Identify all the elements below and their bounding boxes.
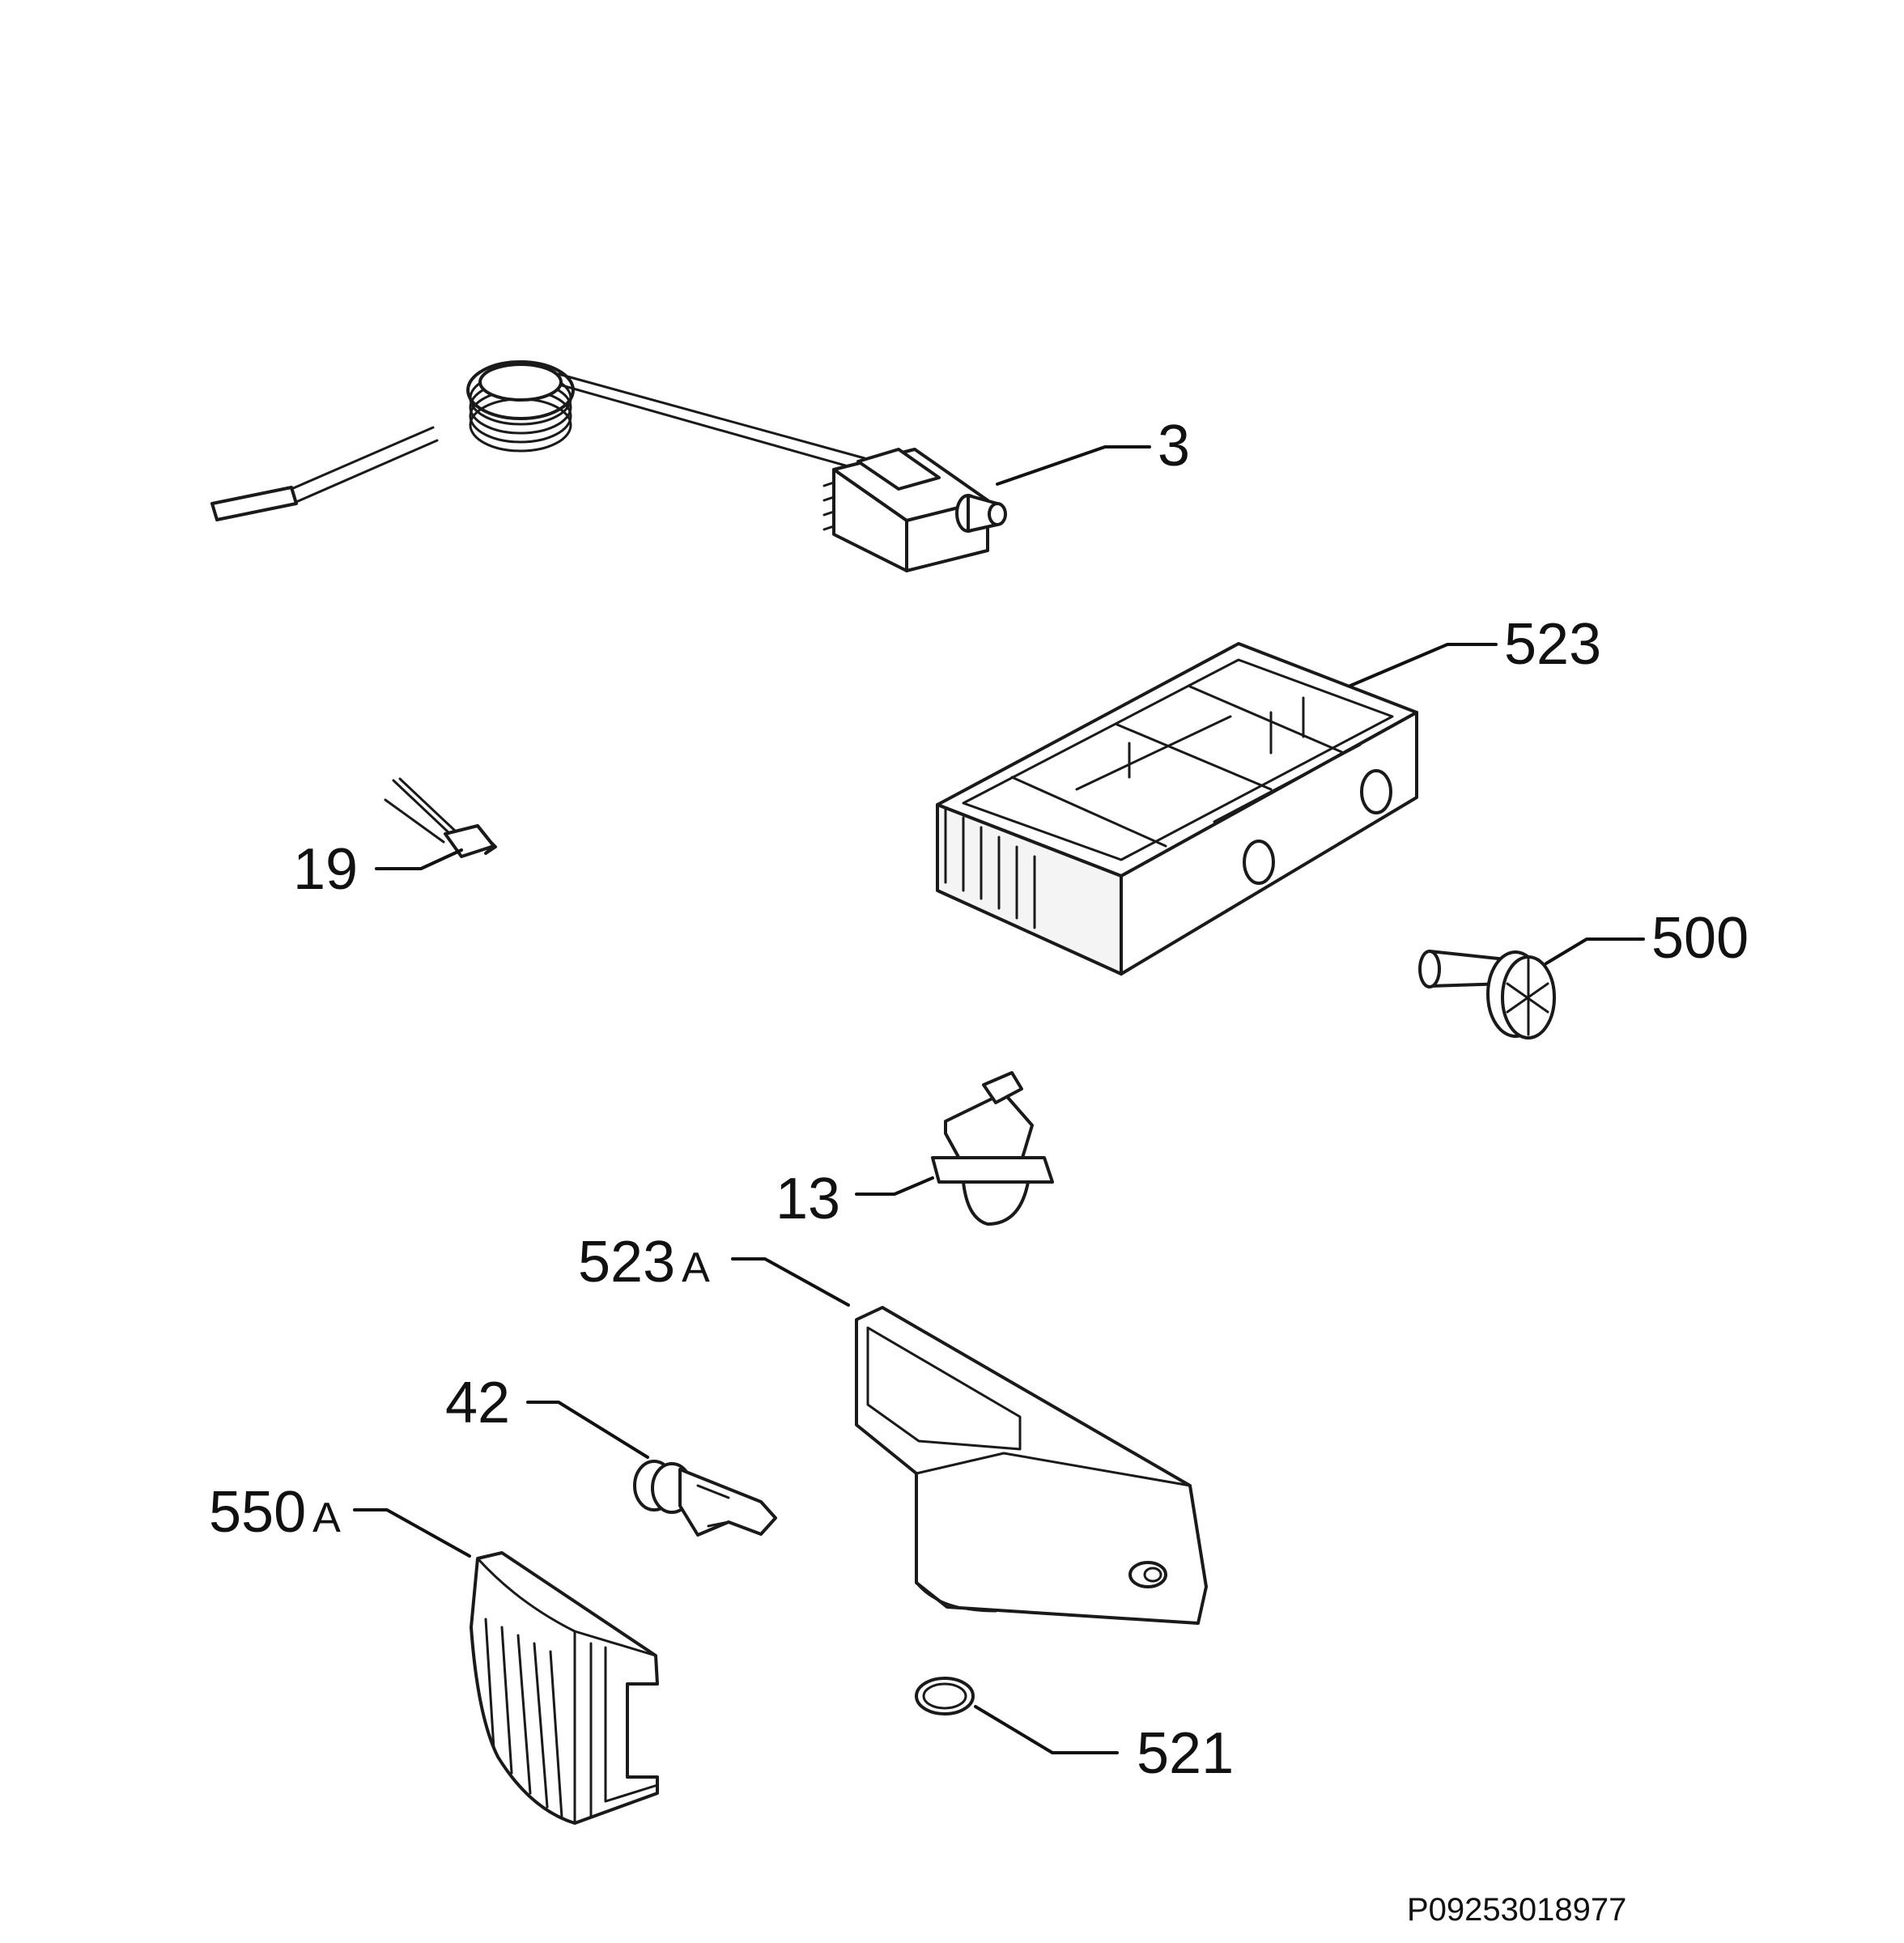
o-ring-part bbox=[915, 1677, 975, 1716]
housing-part bbox=[936, 642, 1418, 976]
leader-550a bbox=[353, 1508, 471, 1558]
callout-523: 523 bbox=[1504, 612, 1601, 677]
knob-part bbox=[1418, 950, 1556, 1040]
lamp-cover-part bbox=[470, 1551, 659, 1825]
leader-3 bbox=[996, 445, 1151, 486]
callout-521: 521 bbox=[1137, 1721, 1234, 1786]
callout-19: 19 bbox=[293, 837, 358, 902]
leader-523 bbox=[1349, 643, 1498, 687]
callout-3: 3 bbox=[1158, 414, 1190, 478]
thermostat-part bbox=[210, 360, 1007, 572]
callout-523a-suffix: A bbox=[682, 1244, 710, 1291]
leader-42 bbox=[526, 1401, 649, 1459]
cover-part bbox=[855, 1306, 1208, 1625]
callout-550a-suffix: A bbox=[312, 1494, 341, 1541]
leader-521 bbox=[974, 1705, 1119, 1754]
callout-523a-number: 523 bbox=[578, 1230, 675, 1295]
lampholder-part bbox=[633, 1460, 777, 1537]
callout-42: 42 bbox=[445, 1371, 510, 1435]
leader-lines bbox=[353, 445, 1645, 1754]
leader-523a bbox=[731, 1257, 850, 1307]
callout-500: 500 bbox=[1651, 906, 1749, 971]
leader-13 bbox=[855, 1176, 934, 1196]
switch-part bbox=[931, 1071, 1054, 1226]
lamp-part bbox=[384, 777, 497, 858]
leader-19 bbox=[375, 848, 463, 870]
leader-500 bbox=[1545, 937, 1645, 965]
diagram-reference-code: P09253018977 bbox=[1407, 1892, 1626, 1928]
callout-550a-number: 550 bbox=[209, 1480, 306, 1545]
callout-13: 13 bbox=[776, 1167, 840, 1231]
